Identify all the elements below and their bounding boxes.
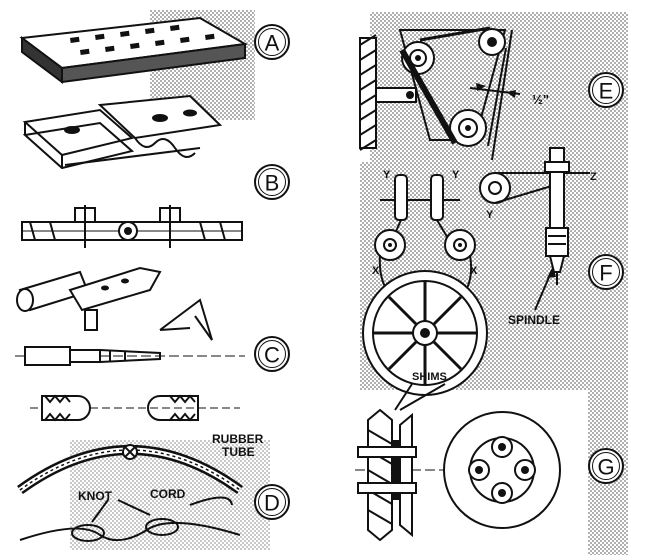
figure-b-hinge-section	[21, 205, 243, 248]
badge-a-letter: A	[265, 31, 280, 56]
figure-c-tang	[15, 346, 245, 366]
badge-f: F	[588, 254, 624, 290]
badge-d-letter: D	[264, 491, 280, 516]
badge-e-letter: E	[599, 79, 614, 104]
figure-g-shims-flange	[355, 383, 561, 542]
badge-g: G	[588, 448, 624, 484]
figure-d-knots	[19, 496, 241, 542]
badge-d: D	[254, 484, 290, 520]
label-x-right: X	[470, 265, 478, 277]
badge-g-letter: G	[597, 455, 614, 480]
label-shims: SHIMS	[412, 371, 447, 383]
badge-c-letter: C	[264, 343, 280, 368]
label-y-left: Y	[383, 169, 391, 181]
badge-b: B	[254, 164, 290, 200]
figure-a-perforated-board	[19, 16, 249, 84]
figure-d-rubber-tube	[17, 444, 243, 495]
badge-b-letter: B	[265, 171, 280, 196]
label-rubber: RUBBER	[212, 432, 264, 446]
figure-e-belt-drive	[359, 26, 521, 161]
label-cord: CORD	[150, 487, 186, 501]
label-knot: KNOT	[78, 489, 113, 503]
label-spindle: SPINDLE	[508, 313, 560, 327]
label-y-right: Y	[452, 169, 460, 181]
figure-f-pulley-system	[362, 147, 590, 396]
badge-a: A	[254, 24, 290, 60]
label-y-lower: Y	[486, 209, 494, 221]
badge-f-letter: F	[599, 261, 612, 286]
label-half-inch: ½"	[532, 92, 549, 107]
figure-c-ferrules	[30, 394, 240, 422]
badge-e: E	[588, 72, 624, 108]
label-tube: TUBE	[222, 445, 255, 459]
badge-c: C	[254, 336, 290, 372]
figure-c-handle-and-clip	[16, 266, 213, 341]
label-z: Z	[590, 171, 597, 183]
figure-b-hinge-plates	[22, 94, 223, 170]
label-x-left: X	[372, 265, 380, 277]
